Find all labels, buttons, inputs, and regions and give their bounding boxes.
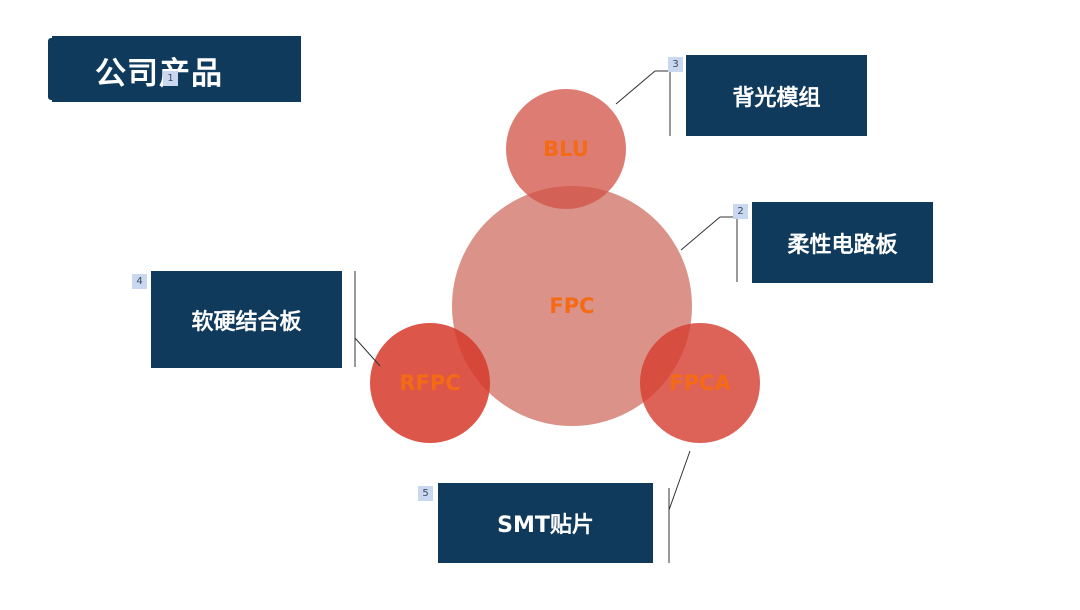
tag-4: 4	[132, 274, 147, 289]
box-rfpc: 软硬结合板	[151, 271, 342, 368]
title-banner	[52, 36, 301, 102]
connector-smt	[668, 450, 691, 511]
connector-rfpc	[354, 337, 381, 367]
tag-1: 1	[163, 71, 178, 86]
tag-2: 2	[733, 204, 748, 219]
box-fpc-label: 柔性电路板	[787, 232, 898, 258]
connector-blu	[615, 70, 656, 105]
tag-5: 5	[418, 486, 433, 501]
connector-fpc	[680, 216, 721, 251]
circle-blu-label: BLU	[543, 137, 589, 161]
box-blu: 背光模组	[686, 55, 867, 136]
page-title: 公司产品	[95, 56, 223, 92]
circle-fpca-label: FPCA	[669, 371, 731, 395]
circle-fpca: FPCA	[640, 323, 760, 443]
circle-rfpc: RFPC	[370, 323, 490, 443]
circle-fpc-label: FPC	[549, 294, 595, 318]
tag-3: 3	[668, 57, 683, 72]
circle-blu: BLU	[506, 89, 626, 209]
box-blu-label: 背光模组	[732, 85, 821, 111]
box-rfpc-label: 软硬结合板	[191, 309, 302, 335]
box-smt-label: SMT贴片	[497, 513, 594, 538]
circle-rfpc-label: RFPC	[399, 371, 461, 395]
box-fpc: 柔性电路板	[752, 202, 933, 283]
box-smt: SMT贴片	[438, 483, 653, 563]
